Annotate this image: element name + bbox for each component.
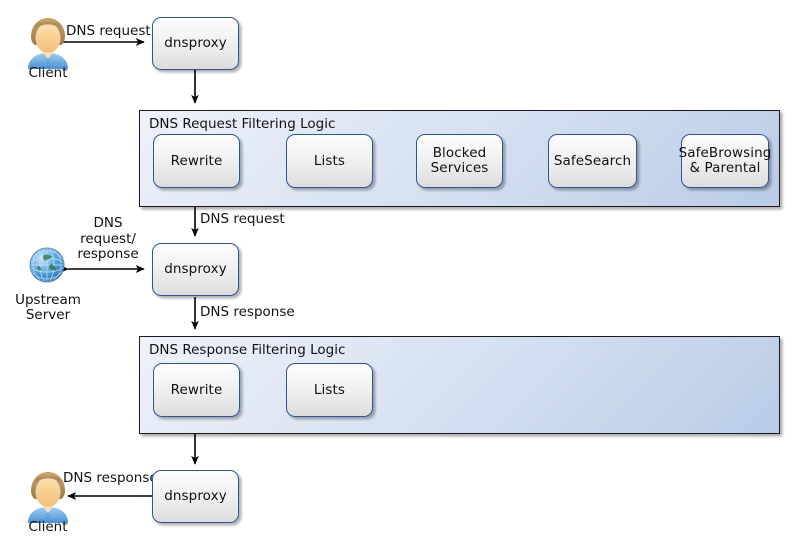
- dns-response-filtering-logic-group: DNS Response Filtering Logic: [139, 336, 780, 434]
- edge-label-client-to-proxy: DNS request: [66, 23, 151, 39]
- person-icon: [23, 468, 73, 530]
- edge-label-proxy-to-response: DNS response: [200, 304, 295, 320]
- client-bottom-caption: Client: [28, 519, 68, 535]
- dnsproxy-middle-node[interactable]: dnsproxy: [152, 243, 239, 296]
- stage-rewrite-response-label: Rewrite: [170, 381, 223, 398]
- stage-safebrowsing-parental-label: SafeBrowsing& Parental: [678, 145, 772, 176]
- stage-rewrite-request-label: Rewrite: [170, 152, 223, 169]
- person-icon: [23, 14, 73, 76]
- dnsproxy-middle-label: dnsproxy: [164, 261, 227, 277]
- edge-label-proxy-to-request: DNS request: [200, 211, 285, 227]
- stage-lists-request-label: Lists: [313, 152, 346, 169]
- client-top-caption: Client: [28, 65, 68, 81]
- stage-lists-response-label: Lists: [313, 381, 346, 398]
- stage-safesearch[interactable]: SafeSearch: [548, 134, 637, 188]
- dns-response-filtering-logic-title: DNS Response Filtering Logic: [149, 342, 346, 358]
- stage-lists-response[interactable]: Lists: [286, 363, 373, 417]
- dnsproxy-bottom-label: dnsproxy: [164, 488, 227, 504]
- globe-icon: [24, 242, 70, 292]
- dns-request-filtering-logic-title: DNS Request Filtering Logic: [149, 116, 336, 132]
- dnsproxy-bottom-node[interactable]: dnsproxy: [152, 470, 239, 523]
- stage-rewrite-request[interactable]: Rewrite: [153, 134, 240, 188]
- stage-safesearch-label: SafeSearch: [553, 152, 632, 169]
- stage-rewrite-response[interactable]: Rewrite: [153, 363, 240, 417]
- edge-label-proxy-to-client: DNS response: [63, 470, 158, 486]
- stage-lists-request[interactable]: Lists: [286, 134, 373, 188]
- dnsproxy-top-node[interactable]: dnsproxy: [152, 17, 239, 70]
- dnsproxy-top-label: dnsproxy: [164, 35, 227, 51]
- stage-safebrowsing-parental[interactable]: SafeBrowsing& Parental: [678, 134, 772, 188]
